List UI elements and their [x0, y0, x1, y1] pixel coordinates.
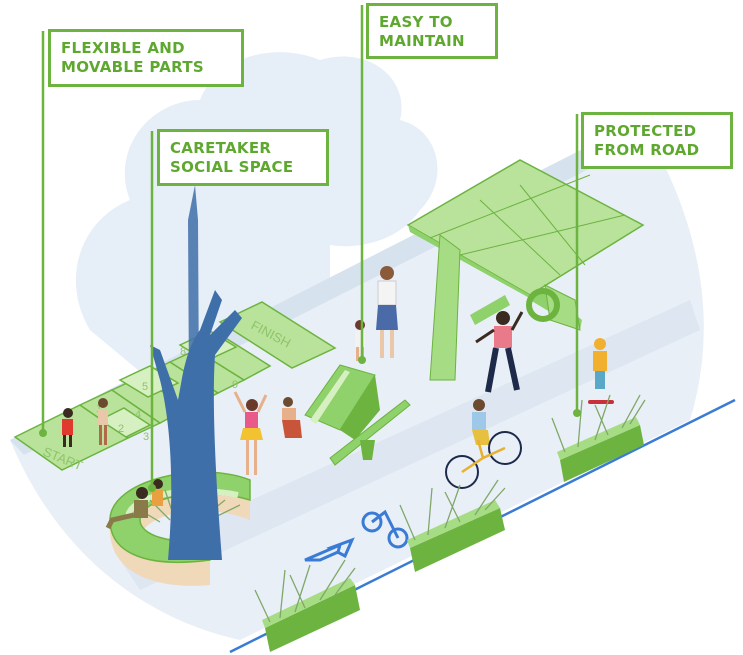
callout-line: SOCIAL SPACE: [170, 158, 294, 176]
canopy-post-left: [429, 234, 461, 381]
person-woman-yellow-skirt: [233, 391, 268, 475]
curb-shadow: [120, 300, 700, 590]
person-skateboarder: [588, 338, 614, 404]
bicycle-wheel: [445, 455, 479, 489]
bike-lane-marking: [304, 509, 409, 562]
callout-line: EASY TO: [379, 13, 453, 31]
callout-line: CARETAKER: [170, 139, 272, 157]
callout-line: PROTECTED: [594, 122, 697, 140]
tree: [150, 185, 242, 560]
callout-easy-to-maintain: EASY TO MAINTAIN: [366, 3, 498, 59]
person-cyclist: [445, 399, 522, 489]
hopscotch-number: 2: [118, 423, 124, 435]
seesaw: [329, 399, 411, 466]
planters: [254, 394, 646, 652]
callout-line: MOVABLE PARTS: [61, 58, 204, 76]
swing-ring: [526, 288, 560, 322]
hopscotch-number: 9: [232, 379, 238, 391]
person-man-swing: [475, 311, 524, 393]
people: [62, 266, 614, 530]
person-child-red: [62, 408, 73, 447]
hopscotch-number: 5: [142, 381, 148, 393]
person-mother: [376, 266, 398, 358]
callout-leader-lines: [41, 5, 579, 488]
planter-middle: [399, 479, 506, 572]
planter-front: [254, 559, 360, 652]
callout-line: MAINTAIN: [379, 32, 465, 50]
person-sitting-bench: [105, 479, 163, 530]
slide: [304, 364, 380, 440]
shade-canopy: [406, 159, 645, 381]
planter-back: [551, 394, 646, 482]
swing-bar: [470, 295, 510, 325]
callout-line: FLEXIBLE AND: [61, 39, 185, 57]
callout-leader-dots: [39, 356, 581, 492]
person-girl-standing: [98, 398, 108, 445]
hopscotch-number: 4: [135, 409, 141, 421]
callout-protected-from-road: PROTECTED FROM ROAD: [581, 112, 733, 169]
hopscotch-finish-tile: [218, 301, 337, 369]
hopscotch-number: 3: [143, 431, 149, 443]
person-child-orange: [282, 397, 302, 438]
callout-caretaker-social-space: CARETAKER SOCIAL SPACE: [157, 129, 329, 186]
callout-line: FROM ROAD: [594, 141, 700, 159]
hopscotch-number: 8: [180, 346, 186, 358]
callout-flexible-movable-parts: FLEXIBLE AND MOVABLE PARTS: [48, 29, 244, 87]
bicycle-wheel: [488, 431, 522, 465]
